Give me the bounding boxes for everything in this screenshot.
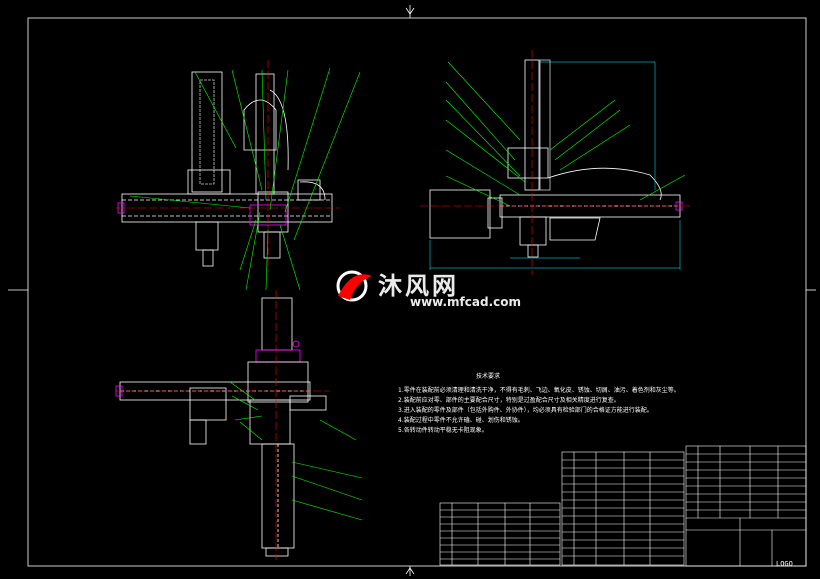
title-block <box>685 445 807 567</box>
front-view <box>116 60 340 272</box>
side-view-dims <box>429 61 681 270</box>
top-view <box>115 290 330 560</box>
side-view-leaders <box>445 61 686 207</box>
note-line: 1.零件在装配前必须清理和清洗干净，不得有毛刺、飞边、氧化皮、锈蚀、切屑、油污、… <box>398 387 680 394</box>
technical-notes-title: 技术要求 <box>476 373 501 380</box>
title-block-code: LOGO <box>776 560 793 568</box>
mfcad-logo <box>336 270 372 302</box>
note-line: 3.进入装配的零件及部件（包括外购件、外协件），均必须具有检验部门的合格证方能进… <box>398 407 653 414</box>
front-view-leaders <box>129 67 361 291</box>
side-view <box>420 50 690 275</box>
drawing-border <box>8 5 816 576</box>
watermark-brand-en: www.mfcad.com <box>410 295 521 309</box>
parts-table-left <box>439 502 561 566</box>
note-line: 4.装配过程中零件不允许磕、碰、划伤和锈蚀。 <box>398 417 524 424</box>
top-view-leaders <box>229 381 363 521</box>
note-line: 5.各转动件转动平稳无卡阻现象。 <box>398 427 488 434</box>
watermark-brand-cn: 沐风网 <box>378 272 459 300</box>
note-line: 2.装配前应对零、部件的主要配合尺寸，特别是过盈配合尺寸及相关精度进行复查。 <box>398 397 620 404</box>
parts-table-mid <box>561 451 685 566</box>
